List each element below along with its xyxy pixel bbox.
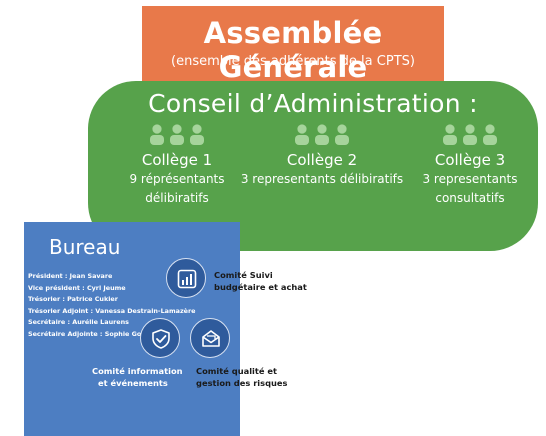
member-president: Président : Jean Savare [28, 272, 113, 280]
college-1-name: Collège 1 [141, 151, 213, 169]
college-1: Collège 1 9 réprésentants délibiratifs [110, 124, 244, 207]
assemblee-subtitle: (ensemble des adhérents de la CPTS) [171, 54, 415, 69]
college-3-name: Collège 3 [434, 151, 506, 169]
college-1-desc-line1: 9 réprésentants [129, 172, 225, 186]
college-3-desc-line1: 3 representants [422, 172, 518, 186]
comite-suivi-label: Comité Suivi budgétaire et achat [214, 270, 307, 292]
college-1-desc-line2: délibiratifs [145, 191, 209, 205]
people-group-icon [403, 124, 537, 146]
college-2: Collège 2 3 representants délibiratifs [240, 124, 404, 188]
conseil-title: Conseil d’Administration : [148, 89, 478, 118]
member-tresorier: Trésorier : Patrice Cukier [28, 295, 118, 303]
assemblee-title: Assemblée Générale [203, 16, 383, 84]
member-secretaire-adjointe: Secrétaire Adjointe : Sophie Goutard [28, 329, 161, 338]
comite-qualite-label: Comité qualité et gestion des risques [196, 366, 288, 388]
college-2-name: Collège 2 [286, 151, 358, 169]
comite-suivi-circle [166, 258, 206, 298]
college-3: Collège 3 3 representants consultatifs [403, 124, 537, 207]
college-3-desc-line2: consultatifs [435, 191, 505, 205]
envelope-icon [202, 330, 220, 347]
member-secretaire: Secrétaire : Aurélie Laurens [28, 318, 129, 326]
shield-check-icon [152, 329, 170, 349]
comite-information-circle [140, 318, 180, 358]
budget-chart-icon [177, 269, 197, 289]
bureau-title: Bureau [49, 235, 121, 259]
bureau-members: Président : Jean Savare Vice président :… [28, 271, 195, 340]
people-group-icon [110, 124, 244, 146]
college-2-desc-line1: 3 representants délibiratifs [240, 172, 404, 186]
comite-information-label: Comité information et événements [92, 366, 183, 388]
member-tresorier-adjoint: Trésorier Adjoint : Vanessa Destrain-Lam… [28, 306, 196, 315]
member-vice-president: Vice président : Cyrl Jeume [28, 283, 126, 292]
comite-qualite-circle [190, 318, 230, 358]
people-group-icon [240, 124, 404, 146]
assemblee-generale-box: Assemblée Générale (ensemble des adhéren… [142, 6, 444, 84]
